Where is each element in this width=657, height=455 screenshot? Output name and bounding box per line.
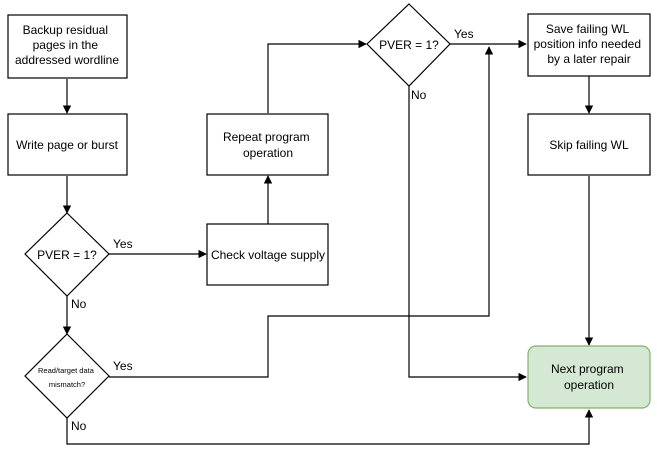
pver1-no-label: No [71,297,87,311]
pver2-no-label: No [411,88,427,102]
pver2-label-line: PVER = 1? [379,38,439,52]
edge-repeat-pver2 [267,39,367,113]
save-label: Save failing WL position info needed by … [534,22,645,66]
connectors [62,39,594,445]
mismatch-yes-label: Yes [113,359,133,373]
backup-label-line: Backup residual [23,23,108,37]
next-label: Next program operation [551,362,627,392]
repeat-label-line: Repeat program [223,130,310,144]
pver2-diamond [366,3,451,87]
backup-label: Backup residual pages in the addressed w… [15,23,119,67]
edge-mismatch-pver2 [109,46,494,378]
pver1-label-line: PVER = 1? [37,248,97,262]
backup-label-line: pages in the [33,38,99,52]
pver1-yes-label: Yes [113,237,133,251]
backup-label-line: addressed wordline [15,53,119,67]
next-label-line: operation [564,378,614,392]
pver1-label: PVER = 1? [37,248,97,262]
repeat-label-line: operation [243,146,293,160]
skip-box [527,113,651,176]
skip-label: Skip failing WL [549,138,629,152]
save-label-line: by a later repair [547,52,630,66]
save-label-line: position info needed [534,37,641,51]
pver2-yes-label: Yes [454,27,474,41]
skip-label-line: Skip failing WL [549,138,629,152]
backup-box [7,14,128,79]
check-label: Check voltage supply [211,248,325,262]
next-label-line: Next program [551,362,624,376]
shapes [7,3,651,419]
pver1-diamond [24,212,110,297]
repeat-label: Repeat program operation [223,130,313,160]
mismatch-label-line: mismatch? [49,380,85,389]
check-label-line: Check voltage supply [211,248,325,262]
mismatch-no-label: No [71,419,87,433]
mismatch-diamond [24,333,110,419]
write-box [7,113,128,176]
edge-mismatch-next [66,409,594,445]
pver2-label: PVER = 1? [379,38,439,52]
mismatch-label-line: Read/target data [38,366,95,375]
repeat-box [206,113,329,176]
edge-pver2-next [408,86,527,382]
save-box [527,13,651,77]
write-label: Write page or burst [16,138,118,152]
mismatch-label: Read/target data mismatch? [38,366,96,389]
next-box [527,345,651,409]
save-label-line: Save failing WL [546,22,630,36]
check-box [206,223,329,286]
write-label-line: Write page or burst [16,138,118,152]
